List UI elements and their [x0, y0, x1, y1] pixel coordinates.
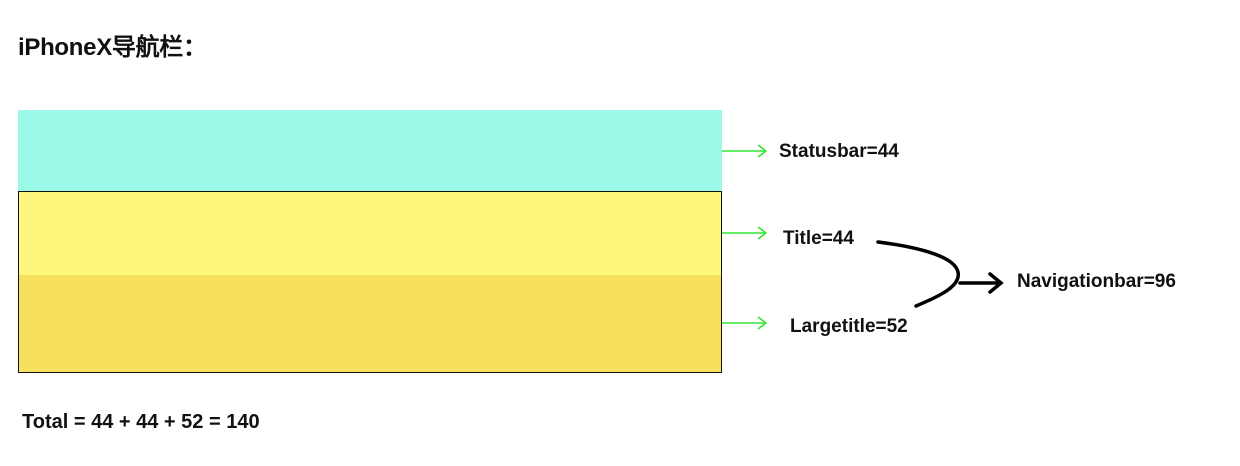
statusbar-arrow-icon — [722, 144, 768, 158]
navigationbar-box — [18, 191, 722, 373]
title-arrow-icon — [722, 226, 768, 240]
largetitle-band — [19, 275, 721, 372]
largetitle-label: Largetitle=52 — [790, 316, 908, 337]
brace-curve-icon — [876, 240, 960, 308]
navigationbar-arrow-icon — [958, 272, 1004, 294]
statusbar-band — [18, 110, 722, 192]
total-formula: Total = 44 + 44 + 52 = 140 — [22, 411, 260, 433]
title-label: Title=44 — [783, 228, 854, 249]
statusbar-label: Statusbar=44 — [779, 141, 899, 162]
title-band — [19, 192, 721, 275]
navigationbar-label: Navigationbar=96 — [1017, 271, 1176, 292]
page-title: iPhoneX导航栏： — [18, 34, 207, 61]
largetitle-arrow-icon — [722, 316, 768, 330]
